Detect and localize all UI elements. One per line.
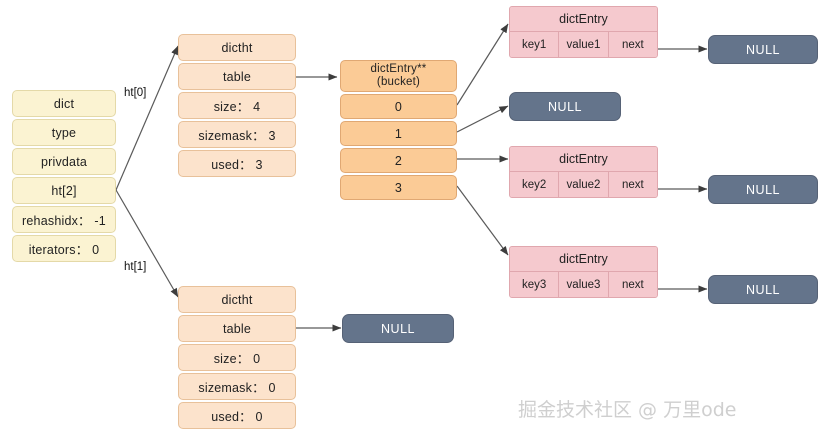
bucket-array: dictEntry** (bucket) 0 1 2 3 xyxy=(340,60,457,200)
dict-entry-1-fields: key1 value1 next xyxy=(510,32,657,57)
bucket-slot-3: 3 xyxy=(340,175,457,200)
bucket-slot-1: 1 xyxy=(340,121,457,146)
dict-field-dict: dict xyxy=(12,90,116,117)
dict-entry-2-next: next xyxy=(608,172,657,197)
dict-entry-3-key: key3 xyxy=(510,272,560,297)
dict-field-iterators: iterators： 0 xyxy=(12,235,116,262)
edge-label-ht0: ht[0] xyxy=(124,87,147,99)
dict-entry-2-fields: key2 value2 next xyxy=(510,172,657,197)
dictht1-field-table: table xyxy=(178,315,296,342)
dict-field-rehashidx: rehashidx： -1 xyxy=(12,206,116,233)
dict-struct: dict type privdata ht[2] rehashidx： -1 i… xyxy=(12,90,116,262)
null-box-entry2-next: NULL xyxy=(708,175,818,204)
dict-field-privdata: privdata xyxy=(12,148,116,175)
dictht1-field-sizemask: sizemask： 0 xyxy=(178,373,296,400)
bucket-slot-0: 0 xyxy=(340,94,457,119)
bucket-header-type: dictEntry** xyxy=(370,62,427,75)
null-box-bucket-slot1: NULL xyxy=(509,92,621,121)
dict-entry-3-next: next xyxy=(608,272,657,297)
dictht0-field-sizemask: sizemask： 3 xyxy=(178,121,296,148)
dictht0-field-size: size： 4 xyxy=(178,92,296,119)
dict-entry-1: dictEntry key1 value1 next xyxy=(509,6,658,58)
dictht1-field-size: size： 0 xyxy=(178,344,296,371)
dictht1-struct: dictht table size： 0 sizemask： 0 used： 0 xyxy=(178,286,296,429)
dict-field-type: type xyxy=(12,119,116,146)
bucket-header-name: (bucket) xyxy=(376,76,421,88)
dictht0-struct: dictht table size： 4 sizemask： 3 used： 3 xyxy=(178,34,296,177)
dict-entry-3-title: dictEntry xyxy=(510,247,657,272)
bucket-slot-2: 2 xyxy=(340,148,457,173)
dict-entry-3-value: value3 xyxy=(559,272,609,297)
dict-entry-3-fields: key3 value3 next xyxy=(510,272,657,297)
dictht0-field-used: used： 3 xyxy=(178,150,296,177)
bucket-header: dictEntry** (bucket) xyxy=(340,60,457,92)
null-box-dictht1-table: NULL xyxy=(342,314,454,343)
null-box-entry3-next: NULL xyxy=(708,275,818,304)
dict-entry-2-title: dictEntry xyxy=(510,147,657,172)
dictht0-field-table: table xyxy=(178,63,296,90)
dict-entry-1-title: dictEntry xyxy=(510,7,657,32)
watermark: 掘金技术社区 @ 万里ode xyxy=(518,399,737,421)
dict-entry-2-key: key2 xyxy=(510,172,560,197)
dict-field-ht: ht[2] xyxy=(12,177,116,204)
dict-entry-3: dictEntry key3 value3 next xyxy=(509,246,658,298)
dict-entry-1-next: next xyxy=(608,32,657,57)
dict-entry-1-key: key1 xyxy=(510,32,560,57)
dict-entry-2: dictEntry key2 value2 next xyxy=(509,146,658,198)
dictht1-field-used: used： 0 xyxy=(178,402,296,429)
edge-label-ht1: ht[1] xyxy=(124,261,147,273)
dict-entry-1-value: value1 xyxy=(559,32,609,57)
dictht1-field-title: dictht xyxy=(178,286,296,313)
dictht0-field-title: dictht xyxy=(178,34,296,61)
null-box-entry1-next: NULL xyxy=(708,35,818,64)
dict-entry-2-value: value2 xyxy=(559,172,609,197)
